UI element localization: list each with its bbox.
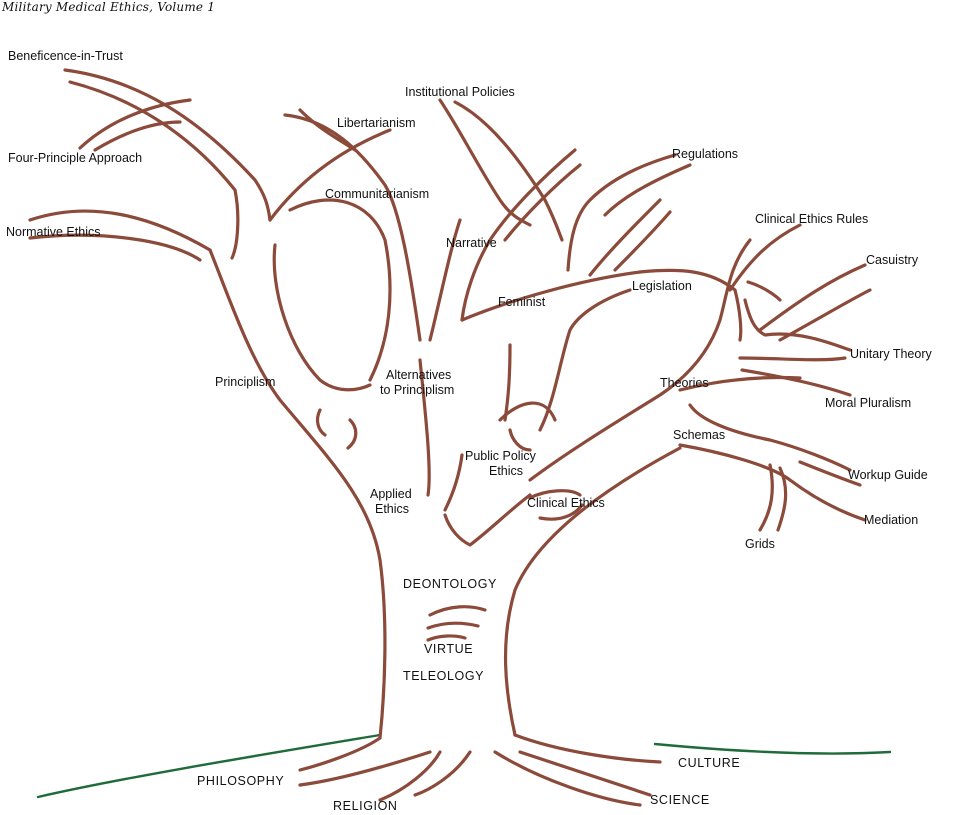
label-four-principle-approach: Four-Principle Approach [8,151,142,165]
label-beneficence-in-trust: Beneficence-in-Trust [8,49,123,63]
label-narrative: Narrative [446,236,497,250]
label-libertarianism: Libertarianism [337,116,416,130]
label-theories: Theories [660,376,709,390]
label-schemas: Schemas [673,428,725,442]
label-legislation: Legislation [632,279,692,293]
label-applied-line2: Ethics [375,502,409,516]
ground-line [36,733,382,799]
label-communitarianism: Communitarianism [325,187,429,201]
label-deontology: DEONTOLOGY [403,577,497,591]
label-principlism: Principlism [215,375,275,389]
label-teleology: TELEOLOGY [403,669,484,683]
label-science: SCIENCE [650,793,710,807]
ground-line-right [653,742,892,755]
label-clinical-ethics-rules: Clinical Ethics Rules [755,212,868,226]
label-applied-line1: Applied [370,487,412,501]
label-moral-pluralism: Moral Pluralism [825,396,911,410]
label-public-policy-line1: Public Policy [465,449,537,463]
label-regulations: Regulations [672,147,738,161]
label-normative-ethics: Normative Ethics [6,225,100,239]
tree-trunk [28,68,872,807]
label-religion: RELIGION [333,799,398,813]
label-grids: Grids [745,537,775,551]
label-mediation: Mediation [864,513,918,527]
label-institutional-policies: Institutional Policies [405,85,515,99]
label-philosophy: PHILOSOPHY [197,774,284,788]
label-unitary-theory: Unitary Theory [850,347,932,361]
label-alternatives-line2: to Principlism [380,383,454,397]
label-feminist: Feminist [498,295,546,309]
running-head: Military Medical Ethics, Volume 1 [2,0,216,14]
label-virtue: VIRTUE [424,642,473,656]
label-casuistry: Casuistry [866,253,919,267]
label-public-policy-line2: Ethics [489,464,523,478]
label-culture: CULTURE [678,756,740,770]
label-clinical-ethics: Clinical Ethics [527,496,605,510]
label-alternatives-line1: Alternatives [386,368,451,382]
label-workup-guide: Workup Guide [848,468,928,482]
